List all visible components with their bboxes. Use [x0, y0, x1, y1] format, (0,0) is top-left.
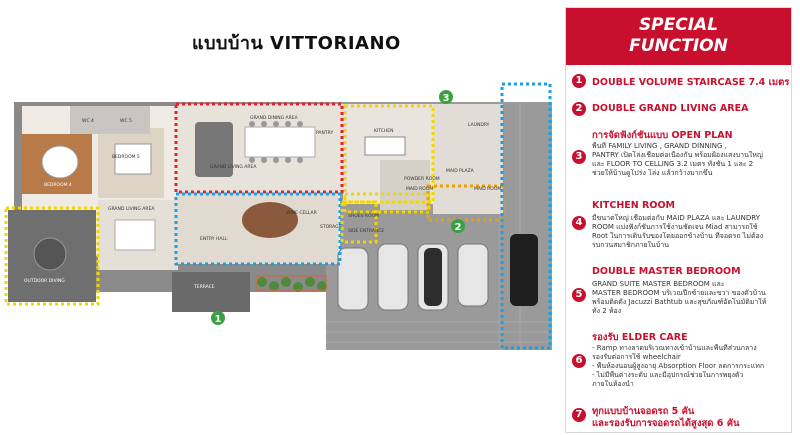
room-label: SIDE ENTRANCE — [348, 228, 384, 234]
zone-parking — [500, 82, 552, 350]
feature-description: มีขนาดใหญ่ เชื่อมต่อกับ MAID PLAZA และ L… — [592, 214, 764, 249]
svg-text:2: 2 — [455, 222, 462, 233]
room-label: MAID ROOM — [474, 186, 501, 192]
room-label: WC 4 — [82, 118, 94, 124]
feature-title: DOUBLE GRAND LIVING AREA — [592, 103, 749, 114]
room-label: POWDER ROOM — [404, 176, 440, 182]
room-label: WINE CELLAR — [286, 210, 317, 216]
svg-text:3: 3 — [443, 93, 450, 104]
feature-number: 1 — [572, 74, 586, 88]
room-label: TERRACE — [193, 284, 215, 290]
feature-number: 2 — [572, 102, 586, 116]
marker-1: 1 — [211, 311, 225, 325]
feature-description: พื้นที่ FAMILY LIVING , GRAND DINNING , … — [592, 142, 763, 177]
page-title: แบบบ้าน VITTORIANO — [192, 33, 401, 54]
feature-title: DOUBLE MASTER BEDROOM — [592, 266, 741, 277]
panel-heading: SPECIAL FUNCTION — [566, 8, 791, 65]
floor-plan: 1 2 3 WC 4 WC 5 BEDROOM 4 BEDROOM 5 GRAN… — [0, 82, 552, 352]
marker-2: 2 — [451, 219, 465, 233]
room-label: KITCHEN — [374, 128, 394, 134]
zone-kitchen — [343, 104, 435, 204]
feature-number: 7 — [572, 408, 586, 422]
feature-number: 3 — [572, 150, 586, 164]
feature-title-line-2: และรองรับการจอดรถได้สูงสุด 6 คัน — [592, 418, 740, 429]
room-label: MAID PLAZA — [446, 168, 475, 174]
room-label: SHOES ROOM — [348, 213, 379, 219]
special-function-panel: SPECIAL FUNCTION 1 DOUBLE VOLUME STAIRCA… — [565, 7, 792, 433]
feature-description: GRAND SUITE MASTER BEDROOM และ MASTER BE… — [592, 280, 767, 315]
room-label: GRAND LIVING AREA — [210, 164, 257, 170]
feature-title: KITCHEN ROOM — [592, 200, 675, 211]
room-label: WC 5 — [120, 118, 132, 124]
zone-grand-living — [174, 192, 342, 266]
room-label: GRAND DINING AREA — [250, 115, 299, 121]
feature-description: - Ramp ทางลาดบริเวณทางเข้าบ้านและพื้นที่… — [592, 344, 765, 388]
feature-number: 6 — [572, 354, 586, 368]
feature-title: รองรับ ELDER CARE — [592, 332, 688, 343]
room-label: BEDROOM 5 — [112, 154, 140, 160]
feature-number: 5 — [572, 288, 586, 302]
heading-line-2: FUNCTION — [629, 36, 728, 56]
room-label: MAID ROOM — [406, 186, 433, 192]
room-label: ENTRY HALL — [200, 236, 228, 242]
zone-outdoor — [4, 206, 100, 306]
room-label: PANTRY — [316, 130, 333, 136]
room-label: LAUNDRY — [468, 122, 490, 128]
marker-3: 3 — [439, 90, 453, 104]
svg-text:1: 1 — [215, 314, 222, 325]
zone-open-plan — [174, 102, 344, 194]
feature-number: 4 — [572, 216, 586, 230]
room-label: BEDROOM 4 — [44, 182, 72, 188]
room-label: OUTDOOR DIVING — [24, 278, 65, 284]
room-label: STORAGE — [320, 224, 342, 230]
room-label: GRAND LIVING AREA — [108, 206, 155, 212]
feature-title: การจัดฟังก์ชันแบบ OPEN PLAN — [592, 130, 733, 141]
feature-title: ทุกแบบบ้านจอดรถ 5 คัน — [592, 406, 695, 417]
feature-title: DOUBLE VOLUME STAIRCASE 7.4 เมตร — [592, 77, 790, 88]
heading-line-1: SPECIAL — [638, 15, 719, 35]
